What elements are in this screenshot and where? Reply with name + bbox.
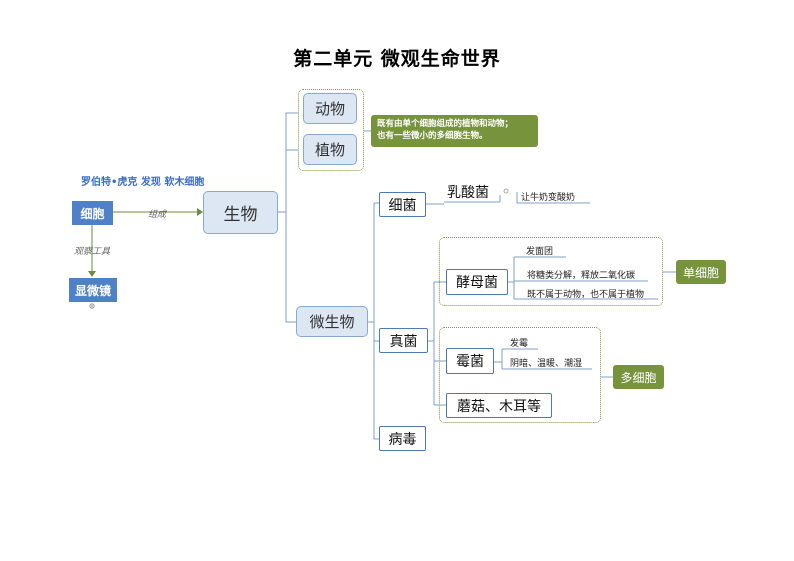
note-lactobacillus: 让牛奶变酸奶 [521,193,576,203]
label-multi-cell: 多细胞 [613,365,664,389]
page-title: 第二单元 微观生命世界 [293,48,501,70]
label-single-cell: 单细胞 [676,260,726,284]
note-cell-organisms: 既有由单个细胞组成的植物和动物； 也有一些微小的多细胞生物。 [371,115,538,147]
node-microscope[interactable]: 显微镜 [69,278,117,302]
node-virus[interactable]: 病毒 [379,426,426,451]
note-mold-1: 发霉 [510,339,529,349]
group-animal-plant [298,89,364,171]
node-fungi[interactable]: 真菌 [379,328,428,353]
node-yeast[interactable]: 酵母菌 [446,269,508,295]
edge-label-observe: 观察工具 [74,247,111,257]
node-bacteria[interactable]: 细菌 [379,192,426,217]
note-mold-2: 阴暗、温暖、潮湿 [510,359,583,369]
node-lactobacillus[interactable]: 乳酸菌 [447,185,489,201]
node-microbe[interactable]: 微生物 [296,306,368,337]
note-yeast-1: 发面团 [526,247,554,257]
node-cell[interactable]: 细胞 [72,201,113,225]
note-yeast-2: 将糖类分解，释放二氧化碳 [527,271,636,281]
node-animal[interactable]: 动物 [303,93,357,124]
group-single-cell [439,237,663,306]
node-mold[interactable]: 霉菌 [446,348,494,374]
note-yeast-3: 既不属于动物，也不属于植物 [527,290,645,300]
edge-label-compose: 组成 [148,210,167,220]
node-organism[interactable]: 生物 [203,191,278,234]
node-mushroom[interactable]: 蘑菇、木耳等 [446,393,552,418]
discoverer-label: 罗伯特•虎克 发现 软木细胞 [81,177,205,188]
group-multi-cell [439,327,601,423]
node-plant[interactable]: 植物 [303,134,357,165]
